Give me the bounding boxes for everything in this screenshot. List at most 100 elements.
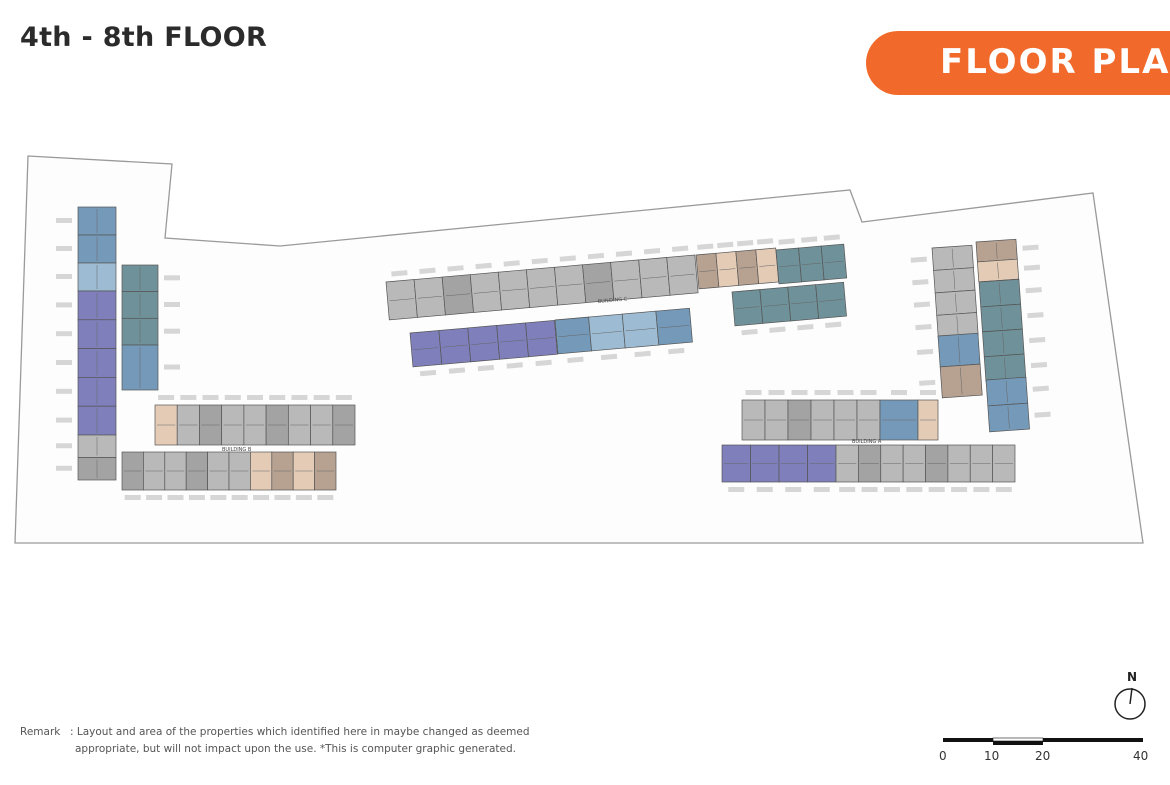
unit-number-tag (768, 390, 785, 395)
unit-partition (642, 276, 667, 279)
remark-label: Remark (20, 726, 61, 738)
unit-number-tag (253, 495, 270, 500)
unit-strip (985, 376, 1051, 433)
unit-partition (558, 333, 589, 338)
unit-partition (413, 347, 439, 351)
unit-strip (154, 395, 356, 446)
unit-partition (997, 262, 999, 279)
unit-partition (1007, 406, 1010, 429)
unit-number-tag (756, 487, 773, 492)
building-a-label: BUILDING A (852, 439, 882, 445)
unit-number-tag (164, 364, 180, 370)
unit-number-tag (56, 443, 72, 449)
unit-number-tag (167, 495, 184, 500)
unit-strip (741, 390, 881, 441)
unit-number-tag (1022, 244, 1039, 251)
unit-number-tag (56, 331, 72, 337)
unit-partition (558, 283, 583, 287)
unit-number-tag (124, 495, 141, 500)
unit-number-tag (56, 218, 72, 223)
unit-number-tag (717, 241, 734, 249)
unit-partition (529, 337, 554, 340)
unit-number-tag (1025, 287, 1042, 294)
unit-number-tag (274, 495, 291, 500)
unit-number-tag (995, 487, 1012, 492)
unit-strip (385, 245, 699, 321)
unit-number-tag (180, 395, 197, 400)
unit-number-tag (883, 487, 900, 492)
unit-number-tag (1027, 312, 1044, 319)
unit-number-tag (837, 390, 854, 395)
unit-partition (442, 344, 468, 348)
unit-partition (501, 288, 527, 292)
unit-strip (835, 444, 1016, 492)
unit-partition (960, 367, 963, 395)
unit-number-tag (920, 390, 936, 395)
unit-number-tag (668, 347, 685, 355)
unit-number-tag (210, 495, 227, 500)
unit-partition (954, 293, 957, 312)
unit-number-tag (671, 245, 689, 252)
unit-partition (763, 303, 788, 307)
unit-partition (445, 293, 470, 297)
unit-strip (916, 332, 983, 399)
scale-tick-40: 40 (1133, 749, 1149, 763)
unit-number-tag (951, 487, 968, 492)
unit-number-tag (247, 395, 263, 400)
building-b-label: BUILDING B (222, 447, 252, 453)
unit-number-tag (391, 270, 408, 277)
unit-number-tag (335, 395, 352, 400)
unit-number-tag (164, 275, 180, 281)
unit-partition (417, 295, 442, 299)
unit-partition (699, 270, 716, 273)
unit-number-tag (56, 302, 72, 308)
unit-number-tag (477, 364, 495, 372)
unit-partition (956, 315, 959, 335)
floor-title: 4th - 8th FLOOR (20, 22, 268, 53)
unit-number-tag (973, 487, 990, 492)
unit-strip (409, 319, 558, 377)
unit-number-tag (912, 279, 929, 286)
unit-partition (592, 330, 622, 335)
unit-partition (1002, 332, 1005, 354)
unit-number-tag (567, 356, 584, 364)
unit-number-tag (269, 395, 286, 400)
unit-strip (554, 307, 693, 364)
unit-number-tag (697, 243, 714, 250)
floor-plan-badge: FLOOR PLAN (866, 31, 1170, 95)
unit-partition (1005, 380, 1008, 403)
unit-number-tag (164, 328, 180, 334)
unit-strip (978, 278, 1048, 383)
unit-number-tag (202, 395, 219, 400)
unit-number-tag (778, 238, 795, 245)
unit-number-tag (791, 390, 808, 395)
unit-strip (910, 244, 979, 339)
scale-bar (943, 737, 1143, 745)
unit-number-tag (839, 487, 856, 492)
remark-line-1: : Layout and area of the properties whic… (70, 726, 530, 738)
unit-number-tag (158, 395, 175, 400)
unit-strip (775, 234, 848, 285)
unit-partition (719, 268, 736, 271)
unit-number-tag (861, 487, 878, 492)
unit-number-tag (56, 246, 72, 251)
unit-strip (731, 281, 847, 336)
unit-number-tag (643, 248, 661, 255)
unit-number-tag (224, 395, 241, 400)
unit-number-tag (736, 239, 754, 247)
unit-blocks (56, 206, 1051, 500)
unit-number-tag (56, 417, 72, 423)
scale-tick-20: 20 (1035, 749, 1051, 763)
unit-partition (659, 325, 689, 329)
unit-partition (802, 262, 821, 266)
unit-number-tag (231, 495, 248, 500)
unit-number-tag (535, 359, 552, 367)
unit-number-tag (825, 321, 842, 328)
unit-partition (995, 242, 998, 259)
unit-partition (1000, 307, 1003, 329)
unit-partition (998, 282, 1001, 304)
unit-number-tag (419, 267, 436, 275)
unit-number-tag (728, 487, 745, 492)
unit-strip (56, 206, 117, 292)
unit-partition (625, 328, 656, 332)
